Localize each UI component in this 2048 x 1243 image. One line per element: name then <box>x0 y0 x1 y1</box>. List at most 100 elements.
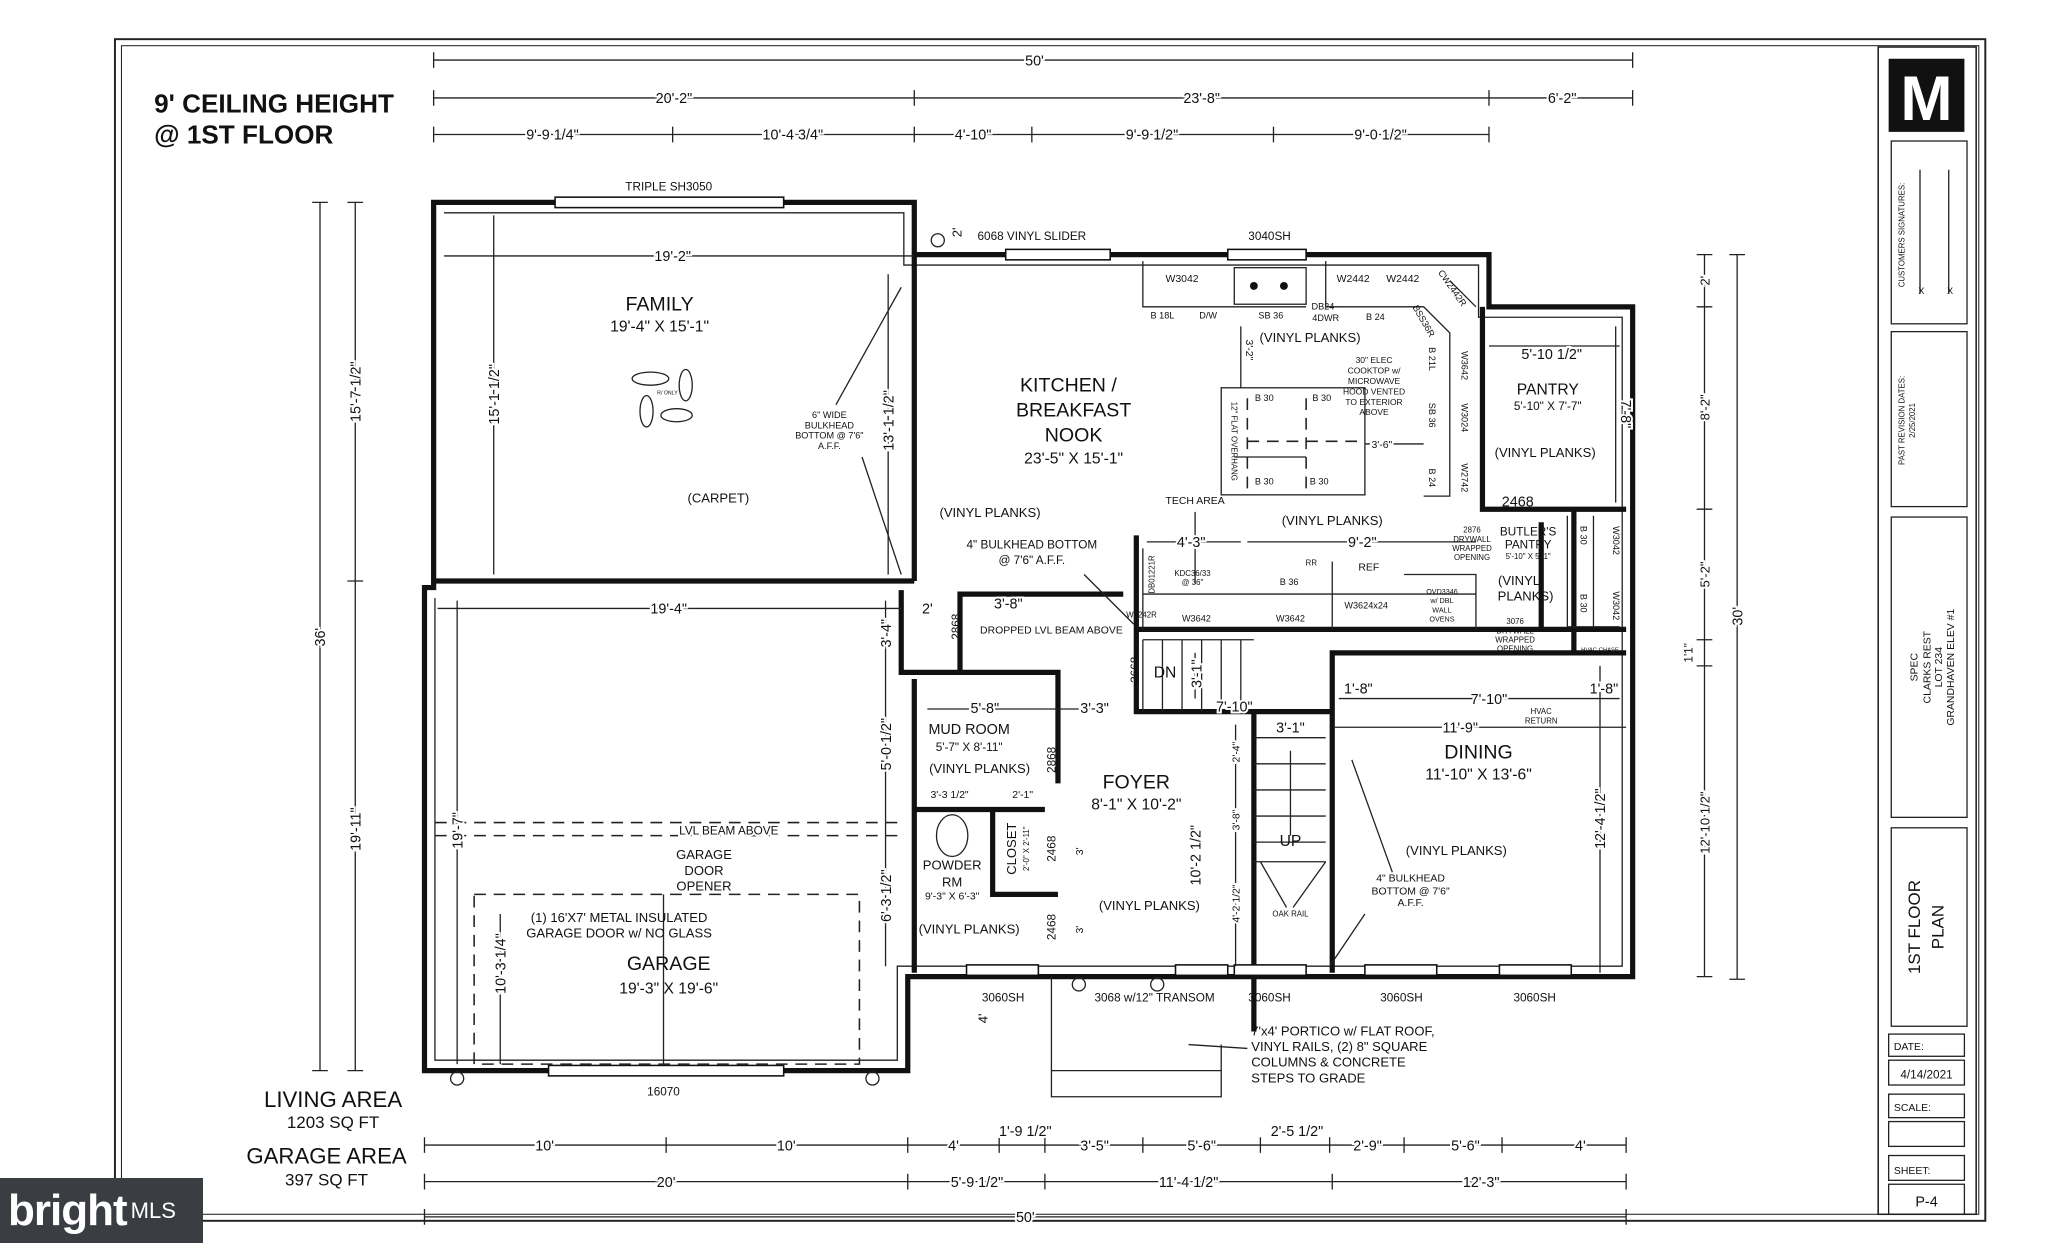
dimensions-interior-6-label: 3'-8" <box>994 596 1023 612</box>
cabinets-23-label: B 30 <box>1578 594 1588 613</box>
dimensions-left-row2-1-label: 19'-11" <box>348 807 364 850</box>
rooms-powder-room-floor-label: (VINYL PLANKS) <box>919 922 1020 937</box>
rooms-foyer-name-label: FOYER <box>1103 772 1170 794</box>
rooms-dining-name-label: DINING <box>1444 742 1513 764</box>
notes-cooktop-0-label: 30" ELEC <box>1356 355 1393 365</box>
project-box <box>1890 516 1968 819</box>
title-block-scale-label-label: SCALE: <box>1894 1103 1931 1114</box>
dimensions-interior-5-label: 2' <box>922 602 933 618</box>
cabinets-22-label: B 30 <box>1578 526 1588 545</box>
dimensions-bottom-row1-0-label: 10' <box>535 1138 554 1154</box>
notes-cooktop-2-label: MICROWAVE <box>1348 376 1401 386</box>
dimensions-top-row3-4-label: 9'-0 1/2" <box>1354 128 1407 144</box>
rooms-family-size-label: 19'-4" X 15'-1" <box>610 319 709 336</box>
notes-stair-dn-label: DN <box>1154 665 1177 682</box>
dimensions-interior-12-label: 5'-8" <box>971 701 1000 717</box>
cabinets-1-label: W2442 <box>1337 274 1370 285</box>
cabinets-3-label: CW2442R <box>1436 268 1469 309</box>
toilet <box>935 814 969 858</box>
cabinets-32-label: W3624x24 <box>1344 600 1388 610</box>
dimensions-top-row3-3-label: 9'-9 1/2" <box>1126 128 1179 144</box>
title-block-signatures-label-label: CUSTOMERS SIGNATURES: <box>1897 183 1906 288</box>
cabinets-27-label: @ 36" <box>1182 578 1204 587</box>
rooms-butlers-pantry-floor-1-label: PLANKS) <box>1498 589 1554 604</box>
title-block-sheet-title-0-label: 1ST FLOOR <box>1905 880 1924 974</box>
sink-drain <box>1249 282 1258 290</box>
notes-triple-window-label: TRIPLE SH3050 <box>625 181 712 194</box>
area-garage-label-label: GARAGE AREA <box>246 1143 407 1168</box>
rooms-pantry-floor-label: (VINYL PLANKS) <box>1495 445 1596 460</box>
date-label-box <box>1887 1033 1966 1057</box>
cabinets-0-label: W3042 <box>1165 274 1198 285</box>
notes-kitchen-window-label: 3040SH <box>1248 230 1290 243</box>
dimensions-interior-21-label: 4'-2 1/2" <box>1232 884 1243 922</box>
notes-oak-rail-label: OAK RAIL <box>1272 910 1309 919</box>
corner-columns <box>449 233 1165 1086</box>
rooms-powder-room-name-0-label: POWDER <box>923 858 982 873</box>
notes-cooktop-5-label: ABOVE <box>1359 407 1389 417</box>
watermark-suffix: MLS <box>130 1197 176 1223</box>
notes-bulkhead-6-0-label: 6" WIDE <box>812 410 847 420</box>
dimensions-interior-28-label: 11'-9" <box>1442 720 1478 736</box>
notes-stair-up-label: UP <box>1280 833 1302 850</box>
title-block-sig-marks-0-label: X <box>1918 286 1924 296</box>
rooms-kitchen-floor-2-label: (VINYL PLANKS) <box>940 505 1041 520</box>
dimensions-interior-17-label: 7'-10" <box>1216 700 1253 716</box>
lvl-beam <box>434 821 902 837</box>
cabinets-7-label: DB24 - <box>1312 301 1340 311</box>
rooms-butlers-pantry-floor-0-label: (VINYL <box>1498 573 1540 588</box>
dimensions-interior-22-label: 10'-2 1/2" <box>1188 825 1204 886</box>
cabinets-24-label: W3042 <box>1611 591 1621 620</box>
dimensions-bottom-row2-2-label: 11'-4 1/2" <box>1159 1175 1218 1191</box>
notes-bulkhead-4-kitchen-0-label: 4" BULKHEAD BOTTOM <box>967 538 1098 551</box>
notes-front-windows-4-label: 3060SH <box>1513 991 1555 1004</box>
dimensions-bottom-overall-label: 50' <box>1016 1210 1035 1226</box>
dimensions-top-row2-0-label: 20'-2" <box>656 91 693 107</box>
notes-hvac-return-1-label: RETURN <box>1525 716 1558 725</box>
rooms-butlers-pantry-size-label: 5'-10" X 5'-1" <box>1506 552 1551 561</box>
logo-box <box>1888 58 1965 132</box>
dimensions-bottom-row2-0-label: 20' <box>657 1175 676 1191</box>
portico <box>1050 976 1222 1098</box>
header-note-0-label: 9' CEILING HEIGHT <box>154 88 394 118</box>
dimensions-top-overall-label: 50' <box>1025 53 1044 69</box>
dimensions-interior-0-label: 19'-2" <box>654 249 691 265</box>
notes-garage-opener-0-label: GARAGE <box>676 847 732 862</box>
rooms-foyer-floor-label: (VINYL PLANKS) <box>1099 898 1200 913</box>
notes-opening-2876-1-label: DRYWALL <box>1453 535 1491 544</box>
sink-drain <box>1280 282 1288 290</box>
notes-opening-3076-3-label: OPENING <box>1497 645 1533 654</box>
rooms-garage-name-label: GARAGE <box>627 953 711 975</box>
cabinets-12-label: W3642 <box>1460 351 1470 380</box>
area-living-value-label: 1203 SQ FT <box>287 1113 379 1132</box>
scale-box <box>1887 1120 1966 1148</box>
title-block-revision-date-label: 2/25/2021 <box>1908 403 1917 438</box>
notes-slider-label: 6068 VINYL SLIDER <box>978 230 1087 243</box>
cabinets-26-label: KDC36/33 <box>1174 569 1211 578</box>
rooms-garage-size-label: 19'-3" X 19'-6" <box>619 981 718 998</box>
notes-refrigerator-1-label: REF <box>1358 563 1379 574</box>
cabinets-17-label: B 30 <box>1255 393 1274 403</box>
exterior-wall-inner <box>434 212 1623 1061</box>
dimensions-bottom-row1-2-label: 4' <box>948 1138 959 1154</box>
notes-overhang-label: 12" FLAT OVERHANG <box>1230 402 1239 481</box>
dimension-lines <box>319 59 1738 1218</box>
dimensions-interior-3-label: 13'-1 1/2" <box>881 390 897 451</box>
cabinets-4-label: B 18L <box>1151 311 1175 321</box>
sheet-box <box>1887 1183 1966 1215</box>
dimensions-right-row2-1-label: 8'-2" <box>1698 394 1713 420</box>
notes-front-windows-1-label: 3068 w/12" TRANSOM <box>1095 991 1215 1004</box>
title-block-project-0-label: SPEC <box>1909 653 1920 682</box>
notes-bulkhead-6-1-label: BULKHEAD <box>805 420 855 430</box>
dimensions-bottom-row1-9-label: 4' <box>1575 1138 1586 1154</box>
revision-box <box>1890 330 1968 508</box>
notes-front-windows-0-label: 3060SH <box>982 991 1024 1004</box>
notes-garage-door-0-label: (1) 16'X7' METAL INSULATED <box>531 910 708 925</box>
dimensions-interior-10-label: 19'-7" <box>450 812 466 849</box>
notes-cooktop-3-label: HOOD VENTED <box>1343 386 1405 396</box>
dimensions-bottom-row2-3-label: 12'-3" <box>1463 1175 1500 1191</box>
cabinets-15-label: B 24 <box>1427 468 1437 487</box>
notes-garage-door-1-label: GARAGE DOOR w/ NO GLASS <box>526 925 712 940</box>
dimension-ticks <box>312 52 1745 1225</box>
notes-opening-3076-2-label: WRAPPED <box>1495 635 1535 644</box>
